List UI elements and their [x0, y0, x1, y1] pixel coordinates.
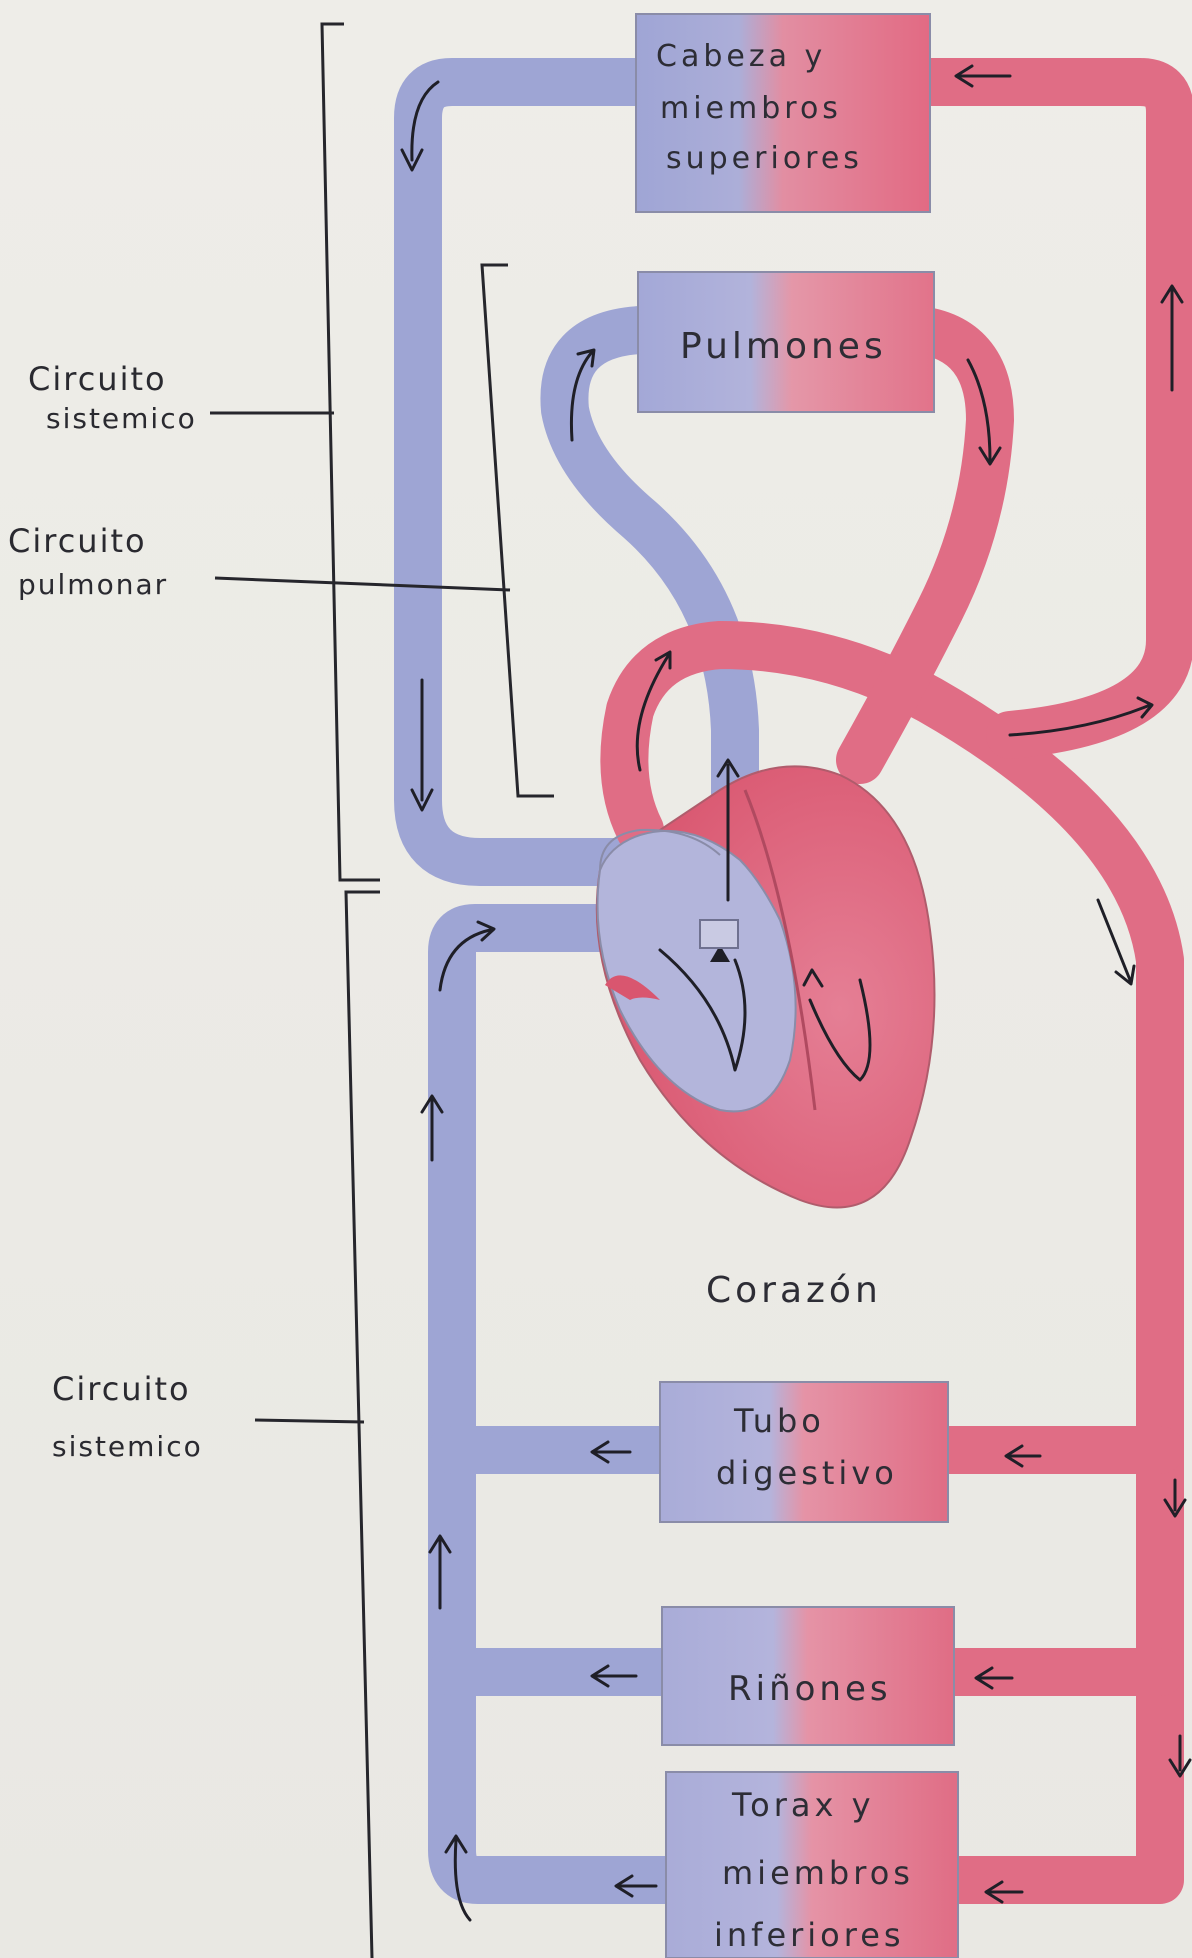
head-label-line3: superiores	[666, 141, 863, 176]
kidneys-label: Riñones	[728, 1669, 892, 1709]
torso-label-line1: Torax y	[731, 1786, 875, 1824]
systemic-lower-line1: Circuito	[52, 1370, 191, 1408]
systemic-lower-line2: sistemico	[52, 1430, 203, 1463]
digestive-label-line1: Tubo	[733, 1402, 825, 1440]
lungs-label: Pulmones	[680, 326, 887, 367]
systemic-upper-line1: Circuito	[28, 360, 167, 398]
heart-label: Corazón	[706, 1270, 882, 1311]
torso-label-line3: inferiores	[714, 1916, 905, 1954]
pulmonary-line1: Circuito	[8, 522, 147, 560]
heart	[597, 766, 935, 1207]
bracket-systemic-lower	[346, 892, 380, 1958]
head-label-line1: Cabeza y	[656, 39, 826, 74]
head-label-line2: miembros	[660, 91, 842, 126]
side-labels: Circuito sistemico Circuito pulmonar Cir…	[8, 360, 203, 1463]
systemic-upper-line2: sistemico	[46, 402, 197, 435]
leader-systemic-lower	[255, 1420, 364, 1422]
digestive-label-line2: digestivo	[716, 1454, 898, 1492]
pulmonary-line2: pulmonar	[18, 568, 168, 601]
bracket-pulmonary	[482, 265, 554, 796]
bracket-systemic-upper	[322, 24, 380, 880]
torso-label-line2: miembros	[722, 1854, 914, 1892]
leader-pulmonary	[215, 578, 510, 590]
